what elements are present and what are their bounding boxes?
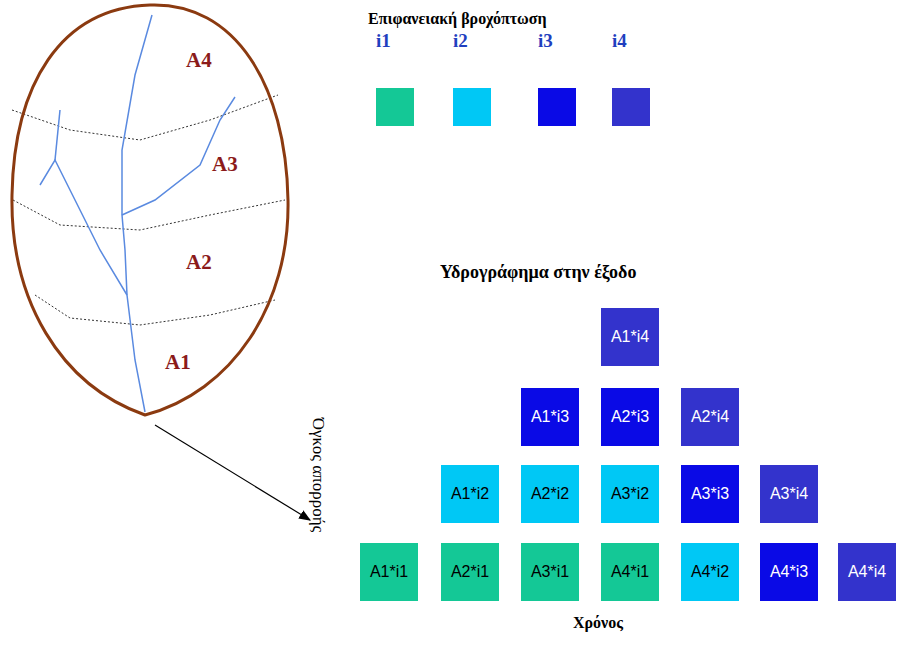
runoff-block: A2*i3 <box>601 388 659 446</box>
block-label: A3*i2 <box>611 485 649 503</box>
axis-label: Χρόνος <box>573 614 623 632</box>
legend-label: i3 <box>538 30 553 52</box>
block-label: A3*i4 <box>770 485 808 503</box>
block-label: A2*i4 <box>691 408 729 426</box>
runoff-block: A1*i4 <box>601 308 659 366</box>
runoff-block: A3*i2 <box>601 465 659 523</box>
block-label: A1*i1 <box>370 563 408 581</box>
block-label: A4*i4 <box>848 563 886 581</box>
runoff-block: A2*i2 <box>521 465 579 523</box>
runoff-block: A1*i2 <box>441 465 499 523</box>
runoff-block: A4*i2 <box>681 543 739 601</box>
runoff-block: A1*i3 <box>521 388 579 446</box>
legend-label: i1 <box>376 30 391 52</box>
block-label: A1*i2 <box>451 485 489 503</box>
legend-label: i4 <box>612 30 627 52</box>
subarea-label: A3 <box>212 152 238 177</box>
legend-swatch <box>453 88 491 126</box>
block-label: A1*i3 <box>531 408 569 426</box>
block-label: A1*i4 <box>611 328 649 346</box>
block-label: A2*i1 <box>451 563 489 581</box>
block-label: A4*i1 <box>611 563 649 581</box>
block-label: A3*i3 <box>691 485 729 503</box>
runoff-block: A2*i4 <box>681 388 739 446</box>
legend-heading: Επιφανειακή βροχόπτωση <box>368 10 547 28</box>
subarea-label: A2 <box>186 250 212 275</box>
block-label: A2*i2 <box>531 485 569 503</box>
runoff-block: A4*i4 <box>838 543 896 601</box>
legend-swatch <box>376 88 414 126</box>
legend-swatch <box>538 88 576 126</box>
block-label: A4*i2 <box>691 563 729 581</box>
subarea-label: A4 <box>186 48 212 73</box>
runoff-block: A3*i3 <box>681 465 739 523</box>
block-label: A3*i1 <box>531 563 569 581</box>
runoff-block: A3*i4 <box>760 465 818 523</box>
runoff-block: A3*i1 <box>521 543 579 601</box>
runoff-block: A1*i1 <box>360 543 418 601</box>
runoff-block: A4*i1 <box>601 543 659 601</box>
legend-label: i2 <box>453 30 468 52</box>
subarea-label: A1 <box>165 350 191 375</box>
block-label: A2*i3 <box>611 408 649 426</box>
axis-label: Όγκος απορροής <box>308 418 328 533</box>
legend-swatch <box>612 88 650 126</box>
runoff-block: A2*i1 <box>441 543 499 601</box>
runoff-block: A4*i3 <box>760 543 818 601</box>
hydrograph-heading: Υδρογράφημα στην έξοδο <box>440 262 636 283</box>
block-label: A4*i3 <box>770 563 808 581</box>
